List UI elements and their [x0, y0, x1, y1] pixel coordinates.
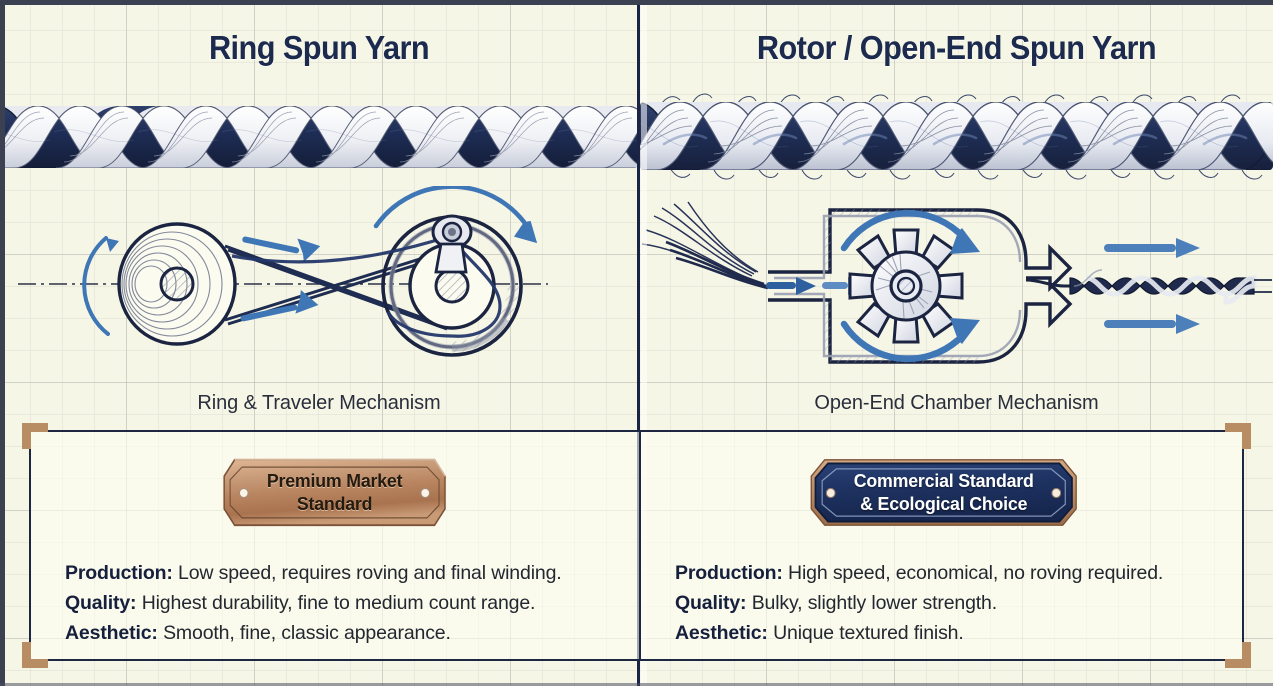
rope-illustration-hairy: [640, 92, 1273, 182]
rope-illustration-smooth: [0, 92, 638, 182]
spec-value: Bulky, slightly lower strength.: [751, 592, 998, 614]
spec-label: Production:: [675, 562, 783, 584]
spec-row: Quality: Highest durability, fine to med…: [65, 588, 621, 618]
canvas-edge-bottom: [0, 683, 1273, 686]
spec-row: Aesthetic: Unique textured finish.: [675, 618, 1228, 648]
spec-row: Aesthetic: Smooth, fine, classic appeara…: [65, 618, 621, 648]
spec-row: Quality: Bulky, slightly lower strength.: [675, 588, 1228, 618]
badge-wrap-left: Premium Market Standard: [31, 458, 639, 527]
spec-value: High speed, economical, no roving requir…: [788, 562, 1164, 584]
ring-traveler-mechanism-icon: [0, 186, 638, 382]
panel-corner-top-left: [22, 423, 48, 449]
column-divider-glow: [641, 0, 647, 686]
spec-value: Highest durability, fine to medium count…: [141, 592, 536, 614]
spec-value: Low speed, requires roving and final win…: [178, 562, 562, 584]
spec-label: Aesthetic:: [65, 622, 158, 644]
spec-value: Smooth, fine, classic appearance.: [163, 622, 451, 644]
mechanism-caption-right: Open-End Chamber Mechanism: [814, 392, 1099, 414]
panel-column-ring-spun: Premium Market Standard Production: Low …: [31, 432, 639, 663]
spec-row: Production: Low speed, requires roving a…: [65, 558, 621, 588]
badge-plate-navy: [809, 458, 1077, 527]
canvas-edge-left: [0, 0, 5, 686]
column-title-left: Ring Spun Yarn: [208, 29, 430, 66]
badge-line-1: Premium Market: [267, 470, 403, 491]
panel-divider: [639, 432, 641, 659]
column-rotor-open-end: Rotor / Open-End Spun Yarn: [640, 0, 1273, 686]
canvas-edge-top: [0, 0, 1273, 5]
spec-label: Quality:: [675, 592, 747, 614]
panel-corner-top-right: [1225, 423, 1251, 449]
spec-label: Production:: [65, 562, 173, 584]
status-badge-premium: Premium Market Standard: [223, 458, 447, 527]
specs-list-left: Production: Low speed, requires roving a…: [65, 558, 621, 648]
badge-wrap-right: Commercial Standard & Ecological Choice: [641, 458, 1246, 527]
spec-label: Quality:: [65, 592, 137, 614]
column-divider: [637, 0, 640, 686]
badge-screw-left: [825, 487, 836, 498]
badge-screw-right: [420, 487, 431, 498]
column-ring-spun: Ring Spun Yarn: [0, 29, 638, 414]
open-end-chamber-mechanism-icon: [640, 186, 1273, 382]
panel-column-rotor: Commercial Standard & Ecological Choice …: [641, 432, 1246, 663]
spec-label: Aesthetic:: [675, 622, 768, 644]
panel-corner-bottom-right: [1225, 642, 1251, 668]
badge-plate-bronze: [223, 458, 447, 527]
badge-screw-left: [239, 487, 250, 498]
status-badge-commercial: Commercial Standard & Ecological Choice: [809, 458, 1077, 527]
panel-corner-bottom-left: [22, 642, 48, 668]
spec-value: Unique textured finish.: [773, 622, 964, 644]
comparison-panel: Premium Market Standard Production: Low …: [22, 423, 1251, 668]
badge-text-right: Commercial Standard & Ecological Choice: [854, 469, 1034, 515]
mechanism-caption-left: Ring & Traveler Mechanism: [197, 392, 441, 414]
specs-list-right: Production: High speed, economical, no r…: [675, 558, 1228, 648]
spec-row: Production: High speed, economical, no r…: [675, 558, 1228, 588]
column-title-right: Rotor / Open-End Spun Yarn: [756, 29, 1157, 66]
badge-text-left: Premium Market Standard: [267, 469, 403, 515]
badge-screw-right: [1051, 487, 1062, 498]
badge-line-1: Commercial Standard: [853, 470, 1034, 491]
badge-line-2: Standard: [297, 493, 373, 514]
badge-line-2: & Ecological Choice: [859, 493, 1028, 514]
